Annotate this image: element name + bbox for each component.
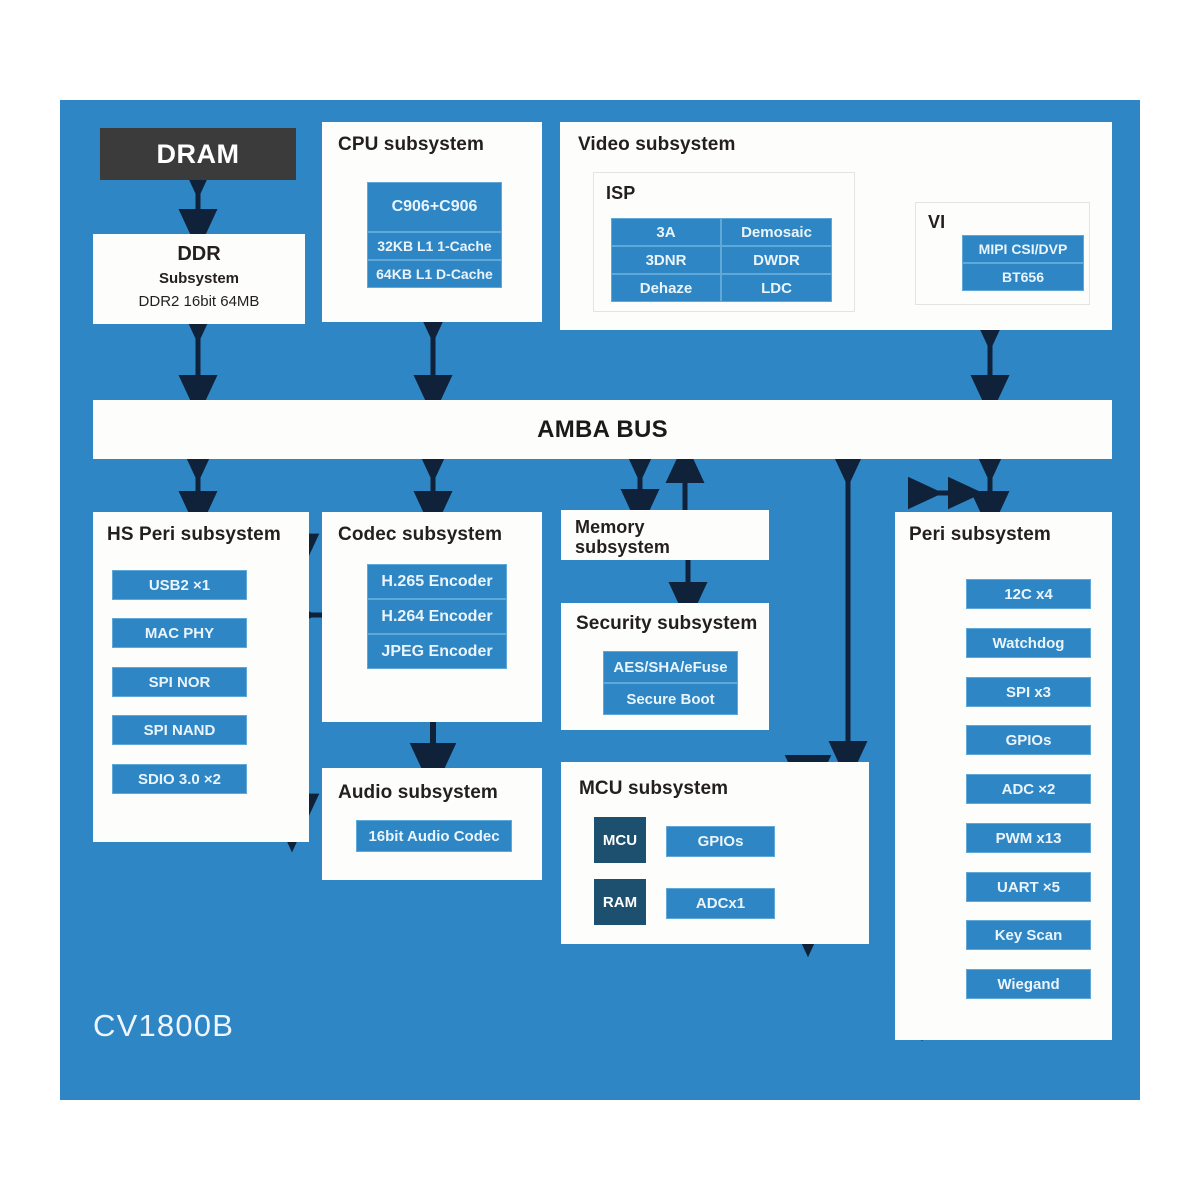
video-subsystem-title: Video subsystem [578,134,736,155]
cpu-icache-block: 32KB L1 1-Cache [367,232,502,260]
peri-watchdog-block: Watchdog [966,628,1091,658]
mcu-ram-block: RAM [594,879,646,925]
peri-subsystem-panel: Peri subsystem 12C x4 Watchdog SPI x3 GP… [895,512,1112,1040]
peri-subsystem-title: Peri subsystem [909,524,1051,545]
cpu-core-block: C906+C906 [367,182,502,232]
vi-panel: VI MIPI CSI/DVP BT656 [915,202,1090,305]
isp-cell-3dnr: 3DNR [611,246,721,274]
mcu-subsystem-panel: MCU subsystem MCU RAM GPIOs ADCx1 [561,762,869,944]
peri-key-scan-block: Key Scan [966,920,1091,950]
hs-peri-spi-nand-block: SPI NAND [112,715,247,745]
vi-mipi-csi-dvp-block: MIPI CSI/DVP [962,235,1084,263]
security-subsystem-title: Security subsystem [576,613,758,634]
ddr-detail: DDR2 16bit 64MB [138,293,260,310]
ddr-subtitle: Subsystem [158,270,240,287]
cpu-subsystem-panel: CPU subsystem C906+C906 32KB L1 1-Cache … [322,122,542,322]
mcu-core-block: MCU [594,817,646,863]
isp-cell-demosaic: Demosaic [721,218,832,246]
hs-peri-subsystem-title: HS Peri subsystem [107,524,281,545]
security-secure-boot-block: Secure Boot [603,683,738,715]
hs-peri-subsystem-panel: HS Peri subsystem USB2 ×1 MAC PHY SPI NO… [93,512,309,842]
codec-h264-block: H.264 Encoder [367,599,507,634]
peri-gpios-block: GPIOs [966,725,1091,755]
amba-bus: AMBA BUS [93,400,1112,459]
peri-spi-block: SPI x3 [966,677,1091,707]
mcu-gpios-block: GPIOs [666,826,775,857]
video-subsystem-panel: Video subsystem ISP 3A Demosaic 3DNR DWD… [560,122,1112,330]
hs-peri-usb2-block: USB2 ×1 [112,570,247,600]
peri-adc-block: ADC ×2 [966,774,1091,804]
soc-name-label: CV1800B [93,1008,235,1043]
hs-peri-mac-phy-block: MAC PHY [112,618,247,648]
isp-cell-ldc: LDC [721,274,832,302]
hs-peri-sdio-block: SDIO 3.0 ×2 [112,764,247,794]
codec-subsystem-title: Codec subsystem [338,524,503,545]
isp-title: ISP [606,183,636,203]
isp-cell-3a: 3A [611,218,721,246]
security-aes-sha-efuse-block: AES/SHA/eFuse [603,651,738,683]
isp-panel: ISP 3A Demosaic 3DNR DWDR Dehaze LDC [593,172,855,312]
isp-cell-dwdr: DWDR [721,246,832,274]
memory-subsystem-panel: Memory subsystem [561,510,769,560]
ddr-subsystem-panel: DDR Subsystem DDR2 16bit 64MB [93,234,305,324]
peri-pwm-block: PWM x13 [966,823,1091,853]
audio-codec-block: 16bit Audio Codec [356,820,512,852]
cpu-subsystem-title: CPU subsystem [338,134,484,155]
mcu-adc-block: ADCx1 [666,888,775,919]
vi-title: VI [928,212,946,232]
isp-cell-dehaze: Dehaze [611,274,721,302]
mcu-subsystem-title: MCU subsystem [579,778,729,799]
hs-peri-spi-nor-block: SPI NOR [112,667,247,697]
codec-jpeg-block: JPEG Encoder [367,634,507,669]
vi-bt656-block: BT656 [962,263,1084,291]
security-subsystem-panel: Security subsystem AES/SHA/eFuse Secure … [561,603,769,730]
dram-block: DRAM [100,128,296,180]
memory-subsystem-title-line1: Memory [575,517,645,537]
soc-block-diagram: DRAM DDR Subsystem DDR2 16bit 64MB CPU s… [60,100,1140,1100]
cpu-dcache-block: 64KB L1 D-Cache [367,260,502,288]
audio-subsystem-panel: Audio subsystem 16bit Audio Codec [322,768,542,880]
peri-i2c-block: 12C x4 [966,579,1091,609]
memory-subsystem-title-line2: subsystem [575,537,670,557]
codec-h265-block: H.265 Encoder [367,564,507,599]
ddr-title: DDR [177,243,221,265]
peri-wiegand-block: Wiegand [966,969,1091,999]
audio-subsystem-title: Audio subsystem [338,782,498,803]
peri-uart-block: UART ×5 [966,872,1091,902]
codec-subsystem-panel: Codec subsystem H.265 Encoder H.264 Enco… [322,512,542,722]
